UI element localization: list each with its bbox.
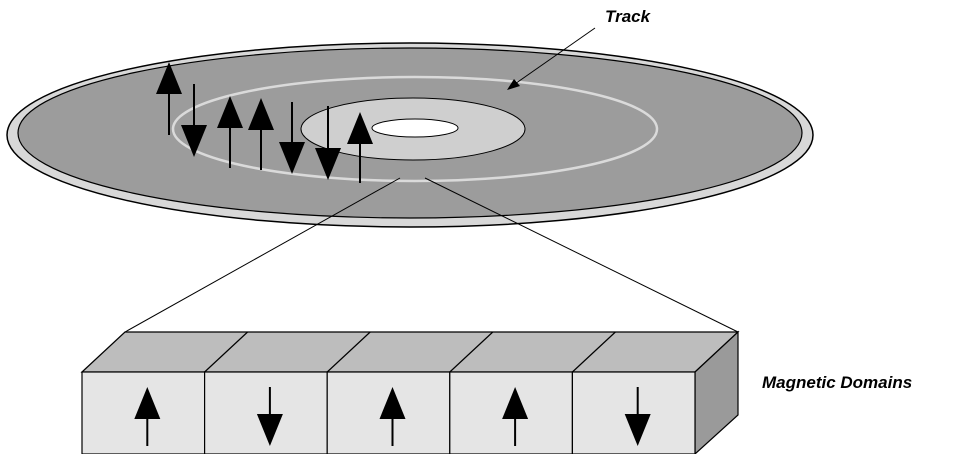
disk-platter xyxy=(6,42,814,228)
disk-arrow-1 xyxy=(156,62,182,135)
domain-cell-5 xyxy=(571,331,696,454)
domain-cell-4 xyxy=(449,331,573,454)
domain-front-face xyxy=(204,371,328,454)
domain-cells xyxy=(81,331,696,454)
zoom-line-left xyxy=(124,177,401,333)
domain-arrow-3 xyxy=(379,387,406,446)
disk-arrow-6 xyxy=(315,106,341,180)
domain-arrow-1 xyxy=(134,387,161,446)
domain-cell-3 xyxy=(326,331,451,454)
block-top-face xyxy=(80,331,740,373)
data-track xyxy=(171,75,659,183)
track-leader-arrowhead xyxy=(507,79,520,90)
disk-arrow-7 xyxy=(347,112,373,183)
track-label: Track xyxy=(605,7,652,26)
disk-arrow-5 xyxy=(279,102,305,174)
track-leader-line xyxy=(511,27,596,87)
spindle-hole xyxy=(371,118,459,138)
domain-cell-2 xyxy=(204,331,328,454)
domain-arrow-2 xyxy=(256,387,283,446)
domain-arrow-4 xyxy=(502,387,529,446)
disk-magnetization-arrows xyxy=(156,62,373,183)
domain-cell-1 xyxy=(81,371,206,454)
disk-arrow-2 xyxy=(181,84,207,157)
domain-arrow-5 xyxy=(624,387,651,446)
disk-arrow-3 xyxy=(217,96,243,168)
domains-block xyxy=(80,330,740,454)
disk-arrow-4 xyxy=(248,98,274,170)
magnetic-domains-label: Magnetic Domains xyxy=(762,373,912,392)
domain-front-face xyxy=(571,371,696,454)
zoom-line-right xyxy=(424,177,739,333)
